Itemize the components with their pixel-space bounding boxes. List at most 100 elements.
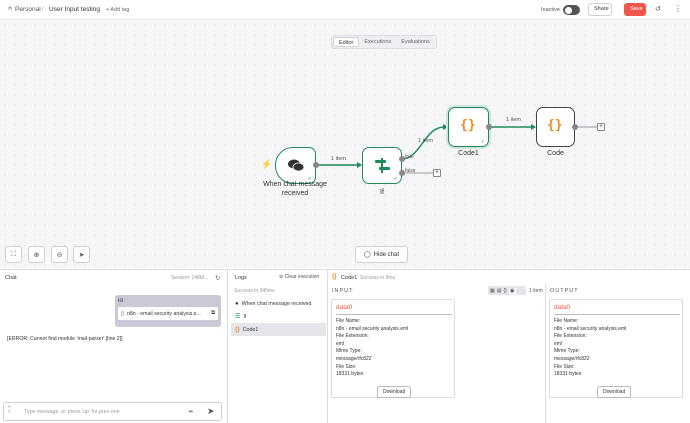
code-braces-icon: {}: [235, 326, 240, 333]
session-id: Session: 148bf...: [171, 275, 209, 281]
node-label-code1: Code1: [458, 150, 479, 157]
field-value: 18331 bytes: [336, 371, 364, 378]
logs-title: Logs: [235, 275, 247, 281]
node-if[interactable]: ✓: [362, 147, 402, 184]
if-false-add-node-icon[interactable]: +: [433, 169, 441, 177]
node-code-output-handle[interactable]: [572, 124, 578, 130]
share-button[interactable]: Share: [588, 3, 612, 16]
chat-input-placeholder: Type message, or press 'up' for prev one: [24, 409, 120, 415]
log-item-chat-trigger[interactable]: ● When chat message received: [231, 297, 326, 310]
select-tool-button[interactable]: ➤: [73, 246, 90, 263]
node-chat-trigger[interactable]: ✓: [275, 147, 316, 184]
view-tabs: Editor Executions Evaluations: [331, 35, 437, 49]
edge-label-trigger-if: 1 item: [331, 156, 346, 162]
node-trigger-output-handle[interactable]: [313, 162, 319, 168]
user-message-bubble: Hi ▯ n8n - email security analysis.e... …: [115, 295, 221, 327]
zoom-in-button[interactable]: ⊕: [28, 246, 45, 263]
cursor-icon: ➤: [78, 251, 85, 259]
clear-execution-button[interactable]: ⊘ Clear execution: [279, 274, 319, 280]
chat-bubbles-icon: [288, 159, 305, 174]
chat-input-box[interactable]: ˄˅ Type message, or press 'up' for prev …: [3, 402, 222, 421]
logs-tree: ● When chat message received ☰ If {} Cod…: [231, 297, 326, 336]
send-icon[interactable]: ➤: [207, 406, 215, 416]
fit-view-button[interactable]: ⛶: [5, 246, 22, 263]
input-download-button[interactable]: Download: [377, 386, 412, 398]
input-binary-card: data0 File Name: n8n - email security an…: [331, 299, 455, 398]
history-icon[interactable]: ↺: [655, 6, 661, 13]
breadcrumb-separator: /: [42, 6, 44, 13]
divider: [336, 314, 452, 315]
code-braces-icon: {}: [460, 118, 476, 133]
binary-view-icon[interactable]: ▣: [508, 287, 516, 294]
toggle-knob: [564, 6, 572, 14]
json-view-icon[interactable]: {}: [503, 287, 507, 294]
field-value: n8n - email security analysis.eml: [554, 325, 627, 332]
divider: [554, 314, 680, 315]
success-check-icon: ✓: [307, 176, 312, 182]
save-button[interactable]: Save: [624, 3, 646, 16]
log-item-code1[interactable]: {} Code1: [231, 323, 326, 336]
hide-chat-button[interactable]: ◯ Hide chat: [355, 246, 408, 263]
node-if-false-handle[interactable]: [399, 170, 405, 176]
node-code[interactable]: {}: [536, 107, 575, 147]
code-braces-icon: {}: [547, 118, 563, 133]
field-label: File Extension:: [554, 333, 587, 340]
user-message-text: Hi: [118, 298, 123, 304]
breadcrumb-workspace[interactable]: Personal: [15, 6, 41, 13]
schema-view-icon[interactable]: ▦: [490, 287, 495, 294]
chat-icon: ◯: [363, 252, 371, 258]
node-code1[interactable]: {} ✓: [448, 107, 489, 147]
column-divider: [545, 284, 546, 423]
clear-execution-label: Clear execution: [284, 274, 320, 280]
paperclip-icon[interactable]: ⌁: [188, 406, 194, 416]
branch-label-false: false: [405, 168, 416, 174]
zoom-out-icon: ⊖: [56, 251, 63, 259]
code-add-node-icon[interactable]: +: [597, 123, 605, 131]
field-label: File Extension:: [336, 333, 369, 340]
if-icon: ☰: [235, 314, 241, 320]
top-bar: ⍲ Personal / User Input testing + Add ta…: [0, 0, 690, 20]
field-label: Mime Type:: [336, 348, 362, 355]
field-value: n8n - email security analysis.eml: [336, 325, 409, 332]
log-item-if[interactable]: ☰ If: [231, 310, 326, 323]
tab-evaluations[interactable]: Evaluations: [401, 39, 430, 45]
table-view-icon[interactable]: ▤: [496, 287, 502, 294]
clear-icon: ⊘: [279, 274, 284, 280]
open-external-icon[interactable]: ⧉: [211, 310, 215, 316]
field-label: File Name:: [554, 318, 579, 324]
output-download-button[interactable]: Download: [597, 386, 632, 398]
input-label: INPUT: [332, 288, 354, 294]
connections: [316, 124, 597, 174]
attachment-chip[interactable]: ▯ n8n - email security analysis.e... ⧉: [118, 307, 218, 320]
hide-chat-label: Hide chat: [373, 251, 400, 258]
display-mode-toggle[interactable]: ▦ ▤ {} ▣: [488, 286, 526, 295]
logs-success: Success in 345ms: [234, 288, 275, 294]
node-code1-output-handle[interactable]: [486, 124, 492, 130]
chat-bubbles-icon: ●: [235, 300, 239, 307]
workflow-name[interactable]: User Input testing: [49, 6, 100, 13]
if-icon: [374, 158, 391, 175]
field-label: File Size:: [336, 363, 357, 370]
error-message: [ERROR: Cannot find module 'mail-parser'…: [7, 336, 123, 342]
add-tag-link[interactable]: + Add tag: [106, 7, 130, 13]
more-options-icon[interactable]: ⋮: [674, 4, 682, 13]
field-value: eml: [554, 340, 563, 347]
detail-node-title: Code1: [341, 275, 358, 281]
workflow-canvas[interactable]: Editor Executions Evaluations 1 item 1 i…: [0, 20, 690, 268]
tab-executions[interactable]: Executions: [364, 39, 392, 45]
node-if-true-handle[interactable]: [399, 156, 405, 162]
zoom-out-button[interactable]: ⊖: [51, 246, 68, 263]
binary-key: data0: [554, 304, 571, 311]
field-label: File Size:: [554, 363, 575, 370]
input-items-count: 1 item: [529, 288, 543, 294]
file-icon: ▯: [121, 310, 125, 317]
field-value: message/rfc822: [336, 355, 372, 362]
active-toggle[interactable]: [563, 5, 580, 15]
refresh-session-icon[interactable]: ↻: [215, 275, 221, 282]
tab-editor[interactable]: Editor: [333, 37, 360, 47]
edge-label-code1-code: 1 item: [506, 117, 521, 123]
edge-trigger-if-arrow: [357, 162, 362, 168]
output-label: OUTPUT: [550, 288, 579, 294]
code-braces-icon: {}: [332, 274, 337, 280]
node-label-code: Code: [547, 150, 564, 157]
